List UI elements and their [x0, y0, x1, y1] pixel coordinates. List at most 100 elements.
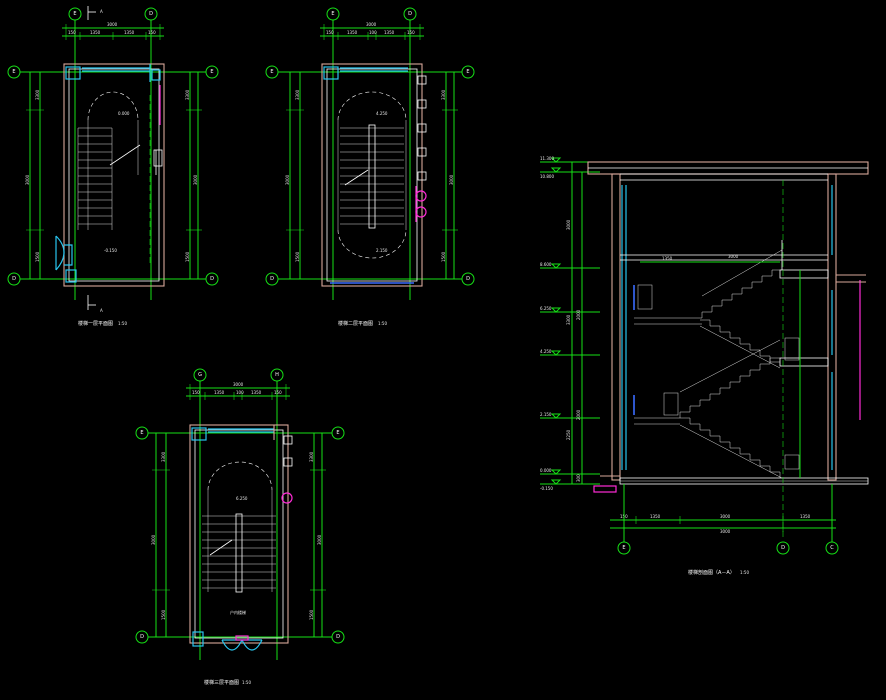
elevation: 0.000: [540, 468, 552, 473]
dimension: 1350: [347, 30, 358, 35]
dimension: 3000: [193, 174, 198, 185]
dimension: 3300: [35, 89, 40, 100]
elevation: 6.250: [540, 306, 552, 311]
dimension: 1500: [185, 251, 190, 262]
dimension: 150: [407, 30, 415, 35]
axis-label: E: [331, 11, 334, 17]
total-dimension: 3000: [233, 382, 244, 387]
elevation: 2.150: [540, 412, 552, 417]
axis-label: E: [12, 69, 15, 75]
dimension: 150: [274, 390, 282, 395]
dimension: 3300: [295, 89, 300, 100]
dimension: 1350: [90, 30, 101, 35]
dimension: 3000: [566, 219, 571, 230]
axis-label: E: [140, 430, 143, 436]
total-dimension: 3000: [366, 22, 377, 27]
dimension: 3300: [566, 314, 571, 325]
dimension: 150: [68, 30, 76, 35]
axis-bubble: [825, 541, 839, 555]
dimension: 1350: [214, 390, 225, 395]
dimension: 2000: [576, 309, 581, 320]
axis-label: E: [270, 69, 273, 75]
dimension: 1350: [384, 30, 395, 35]
axis-label: E: [622, 545, 625, 551]
dimension: 3000: [728, 254, 739, 259]
section-mark: A: [100, 9, 103, 14]
dimension: 150: [148, 30, 156, 35]
first-floor-stair-plan: E D E D E D 3000 150 1350 1350 150 A A: [7, 6, 219, 327]
axis-label: D: [466, 276, 470, 282]
dimension: 100: [236, 390, 244, 395]
axis-label: D: [149, 11, 153, 17]
axis-label: E: [210, 69, 213, 75]
stair-treads: [202, 513, 276, 593]
drawing-title: 楼梯三层平面图: [204, 679, 239, 686]
dimension: 2250: [566, 429, 571, 440]
third-floor-stair-plan: G H E D E D 3000 150 1350 100 1350 150 3…: [135, 368, 345, 686]
stair-treads: [340, 124, 404, 229]
dimension: 3000: [449, 174, 454, 185]
second-floor-stair-plan: E D E D E D 3000 150 1350 100 1350 150 3…: [265, 7, 475, 327]
drawing-title: 楼梯一层平面图: [78, 320, 113, 327]
drawing-scale: 1:50: [740, 570, 749, 575]
stair-section-a-a: 11.300 10.800 8.600 6.250 4.250 2.150 0.…: [540, 156, 869, 576]
axis-label: D: [12, 276, 16, 282]
level-label: 6.250: [236, 496, 248, 501]
drawing-title: 楼梯剖面图（A－A）: [688, 569, 735, 576]
axis-label: C: [830, 545, 834, 551]
elevation: 10.800: [540, 174, 554, 179]
stair-treads: [77, 127, 113, 230]
dimension: 1350: [800, 514, 811, 519]
elevation: -0.150: [540, 486, 553, 491]
wall-fixtures: [283, 435, 293, 467]
dimension: 1500: [161, 609, 166, 620]
dimension: 150: [326, 30, 334, 35]
axis-label: E: [73, 11, 76, 17]
axis-label: H: [275, 372, 279, 378]
dimension: 3300: [309, 451, 314, 462]
elevation: 4.250: [540, 349, 552, 354]
level-label: 4.250: [376, 111, 388, 116]
level-label: 2.150: [376, 248, 388, 253]
total-dimension: 3000: [107, 22, 118, 27]
axis-label: G: [198, 372, 202, 378]
dimension: 3000: [720, 514, 731, 519]
dimension: 1350: [124, 30, 135, 35]
axis-label: E: [466, 69, 469, 75]
level-label: -0.150: [104, 248, 117, 253]
dimension: 1350: [662, 256, 673, 261]
level-label: 0.000: [118, 111, 130, 116]
axis-label: E: [336, 430, 339, 436]
dimension: 3000: [25, 174, 30, 185]
axis-label: D: [210, 276, 214, 282]
dimension: 2000: [576, 409, 581, 420]
drawing-scale: 1:50: [242, 680, 251, 685]
elevation: 11.300: [540, 156, 554, 161]
dimension: 100: [369, 30, 377, 35]
dimension: 1350: [251, 390, 262, 395]
dimension: 1500: [35, 251, 40, 262]
dimension: 3000: [285, 174, 290, 185]
dimension: 3000: [317, 534, 322, 545]
dimension: 3300: [185, 89, 190, 100]
dimension: 1500: [295, 251, 300, 262]
annotation: 户内楼梯: [230, 609, 246, 615]
axis-label: D: [408, 11, 412, 17]
elevation: 8.600: [540, 262, 552, 267]
dimension: 3000: [151, 534, 156, 545]
dimension: 3300: [161, 451, 166, 462]
drawing-scale: 1:50: [118, 321, 127, 326]
axis-label: D: [270, 276, 274, 282]
total-dimension: 3000: [720, 529, 731, 534]
stair-flights: [634, 240, 783, 479]
section-mark: A: [100, 308, 103, 313]
axis-label: D: [140, 634, 144, 640]
dimension: 1500: [441, 251, 446, 262]
axis-bubble: [617, 541, 631, 555]
dimension: 150: [192, 390, 200, 395]
drawing-scale: 1:50: [378, 321, 387, 326]
elevation-markers: 11.300 10.800 8.600 6.250 4.250 2.150 0.…: [540, 156, 600, 491]
dimension: 1350: [650, 514, 661, 519]
dimension: 1500: [309, 609, 314, 620]
